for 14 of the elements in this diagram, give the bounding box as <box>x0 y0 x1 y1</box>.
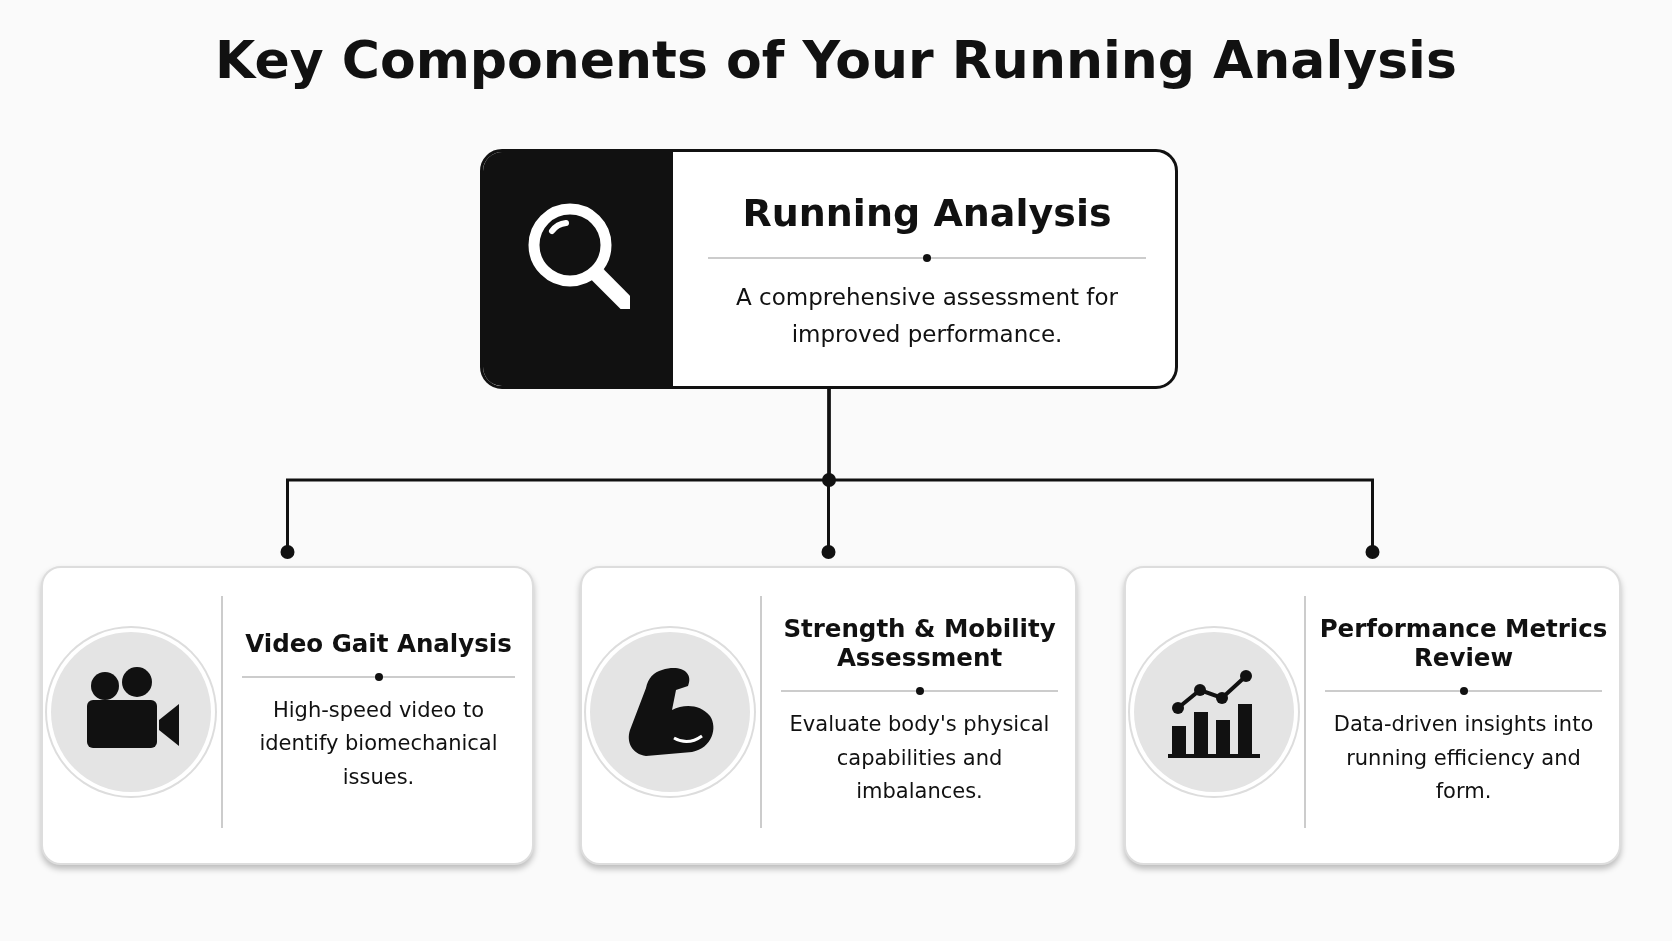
component-card <box>41 566 534 865</box>
node-title: Performance Metrics Review <box>1318 614 1609 672</box>
title: Key Components of Your Running Analysis <box>214 30 1458 90</box>
component-card <box>1124 566 1621 865</box>
node-description: A comprehensive assessment for improved performance. <box>735 283 1119 349</box>
node-title: Strength & Mobility Assessment <box>782 614 1057 672</box>
node-description: Data-driven insights into running efficiency and form. <box>1332 711 1595 806</box>
summary-box <box>480 149 1178 389</box>
node-description: Evaluate body's physical capabilities and imbalances. <box>788 711 1051 806</box>
component-card <box>580 566 1077 865</box>
node-description: High-speed video to identify biomechanical issues. <box>258 696 499 791</box>
connector-line <box>827 389 1380 559</box>
node-title: Running Analysis <box>741 191 1113 235</box>
node-title: Video Gait Analysis <box>244 628 513 658</box>
